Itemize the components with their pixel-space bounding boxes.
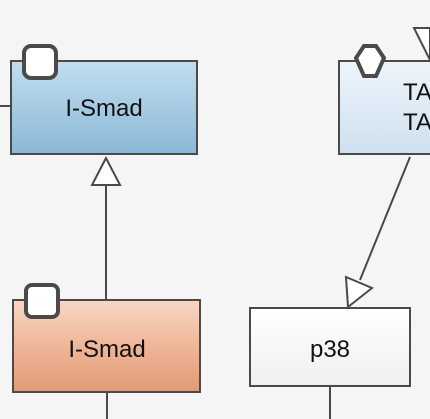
node-tak[interactable]: TA TA [338,44,430,155]
node-p38-label: p38 [310,336,350,363]
state-variable-icon [353,44,387,78]
node-p38[interactable]: p38 [249,307,411,387]
state-variable-icon [24,283,60,319]
node-ismad-top[interactable]: I-Smad [10,44,198,155]
node-tak-label-line2: TA [403,109,430,136]
node-ismad-bottom[interactable]: I-Smad [12,283,201,393]
edge-ismad-arrowhead [90,155,122,186]
edge-tak-p38-arrowhead [344,275,374,309]
edge-tak-p38 [359,156,411,281]
node-ismad-top-label: I-Smad [65,95,142,122]
edge-top-right-arrowhead [412,27,430,61]
node-tak-label-line1: TA [403,79,430,106]
node-ismad-bottom-label: I-Smad [68,336,145,363]
state-variable-icon [22,44,58,80]
